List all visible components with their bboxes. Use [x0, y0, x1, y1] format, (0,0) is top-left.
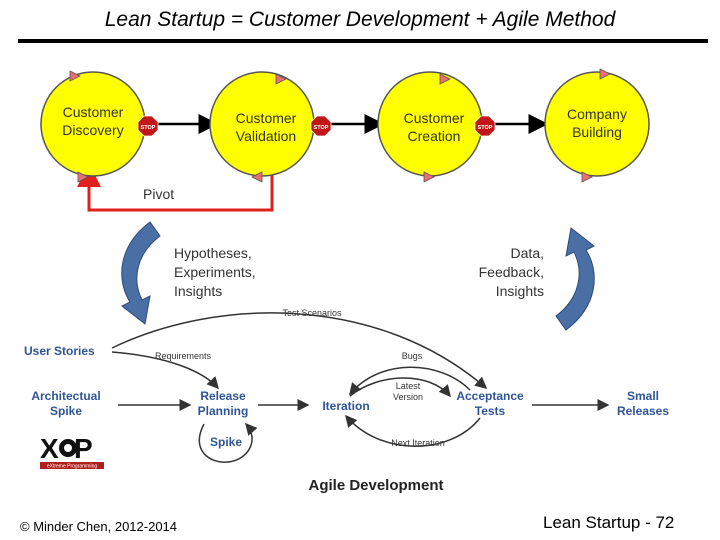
next-iteration-label: Next Iteration	[391, 438, 445, 448]
experiments-text: Experiments,	[174, 264, 256, 280]
agile-development-caption: Agile Development	[308, 477, 443, 494]
circle-label-line2: Creation	[408, 128, 461, 144]
stop-sign-icon: STOP	[137, 115, 159, 137]
version-label: Version	[393, 392, 423, 402]
circle-label-line2: Validation	[236, 128, 296, 144]
svg-text:eXtreme Programming: eXtreme Programming	[47, 464, 98, 470]
footer-copyright: © Minder Chen, 2012-2014	[20, 519, 178, 534]
pivot-label: Pivot	[143, 186, 174, 202]
up-swoop-arrow	[555, 227, 595, 331]
slide-title: Lean Startup = Customer Development + Ag…	[104, 8, 616, 31]
test-scenarios-label: Test Scenarios	[282, 308, 342, 318]
spike-loop-arrow	[198, 422, 258, 463]
arch-spike-label-1: Architectual	[31, 389, 100, 403]
xp-logo: X P eXtreme Programming	[40, 433, 104, 470]
stop-sign-icon: STOP	[474, 115, 496, 137]
circle-label-line1: Customer	[236, 110, 297, 126]
company-building-circle: Company Building	[544, 68, 650, 183]
svg-text:STOP: STOP	[141, 125, 156, 131]
title-underline	[18, 39, 708, 43]
arch-spike-label-2: Spike	[50, 404, 82, 418]
small-releases-label-2: Releases	[617, 404, 669, 418]
user-stories-label: User Stories	[24, 344, 95, 358]
iteration-label: Iteration	[322, 399, 369, 413]
pivot-arrow	[77, 163, 274, 212]
insights-text: Insights	[174, 283, 222, 299]
insights-right-text: Insights	[496, 283, 544, 299]
bugs-arrow	[349, 366, 471, 396]
next-iteration-arrow	[345, 414, 481, 447]
circle-label-line1: Customer	[404, 110, 465, 126]
hypotheses-text: Hypotheses,	[174, 245, 252, 261]
requirements-label: Requirements	[155, 351, 212, 361]
circle-label-line1: Customer	[63, 104, 124, 120]
acceptance-tests-label-1: Acceptance	[456, 389, 524, 403]
release-planning-label-1: Release	[200, 389, 246, 403]
requirements-arrow	[111, 351, 220, 390]
footer-slide-number: Lean Startup - 72	[543, 513, 675, 532]
svg-text:STOP: STOP	[314, 125, 329, 131]
small-releases-label-1: Small	[627, 389, 659, 403]
circle-label-line1: Company	[567, 106, 627, 122]
stop-sign-icon: STOP	[310, 115, 332, 137]
data-text: Data,	[511, 245, 544, 261]
latest-label: Latest	[396, 381, 421, 391]
svg-text:STOP: STOP	[478, 125, 493, 131]
feedback-text: Feedback,	[479, 264, 544, 280]
customer-creation-circle: Customer Creation	[377, 71, 483, 183]
circle-label-line2: Discovery	[62, 122, 123, 138]
spike-label: Spike	[210, 435, 242, 449]
customer-discovery-circle: Customer Discovery	[40, 70, 146, 183]
test-scenarios-arrow	[111, 312, 488, 389]
svg-text:P: P	[74, 433, 93, 464]
acceptance-tests-label-2: Tests	[475, 404, 506, 418]
svg-text:X: X	[40, 433, 59, 464]
circle-label-line2: Building	[572, 124, 622, 140]
release-planning-label-2: Planning	[198, 404, 249, 418]
customer-validation-circle: Customer Validation	[209, 71, 315, 183]
down-swoop-arrow	[121, 221, 161, 325]
bugs-label: Bugs	[402, 351, 423, 361]
